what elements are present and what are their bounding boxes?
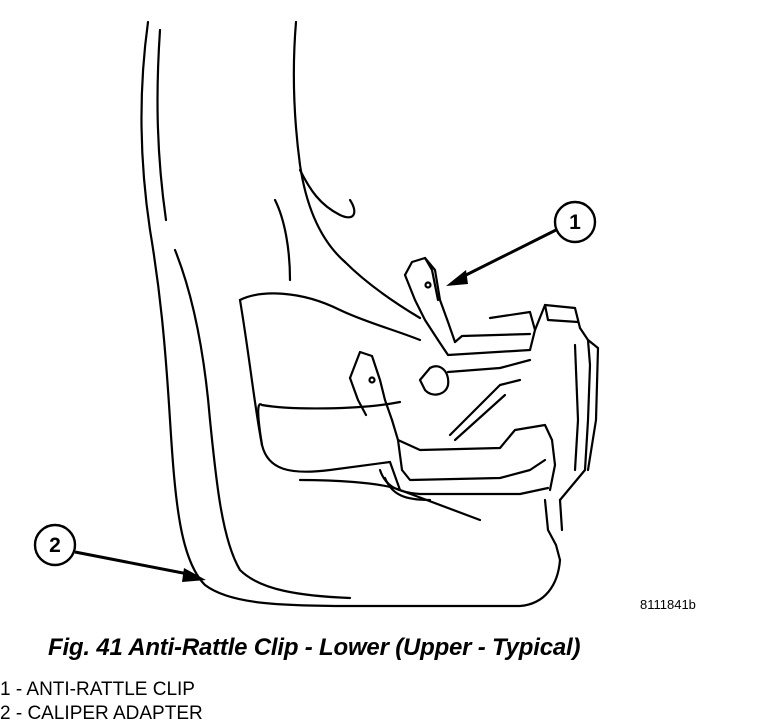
legend-item-2: 2 - CALIPER ADAPTER — [0, 703, 203, 724]
drawing-id: 8111841b — [640, 597, 696, 612]
callout-2-arrowhead — [182, 568, 206, 582]
anti-rattle-clip — [348, 256, 600, 562]
caliper-adapter — [140, 20, 562, 608]
legend-item-1: 1 - ANTI-RATTLE CLIP — [0, 679, 195, 700]
callout-2-leader — [74, 550, 189, 576]
callout-1-arrowhead — [446, 270, 468, 286]
callout-2: 2 — [33, 523, 206, 582]
callout-1-circle — [553, 200, 597, 244]
clip-illustration: 1 2 — [33, 20, 600, 608]
figure-caption: Fig. 41 Anti-Rattle Clip - Lower (Upper … — [48, 634, 581, 661]
callout-1-number: 1 — [569, 211, 581, 234]
callout-2-number: 2 — [49, 534, 61, 557]
callout-1: 1 — [446, 200, 597, 286]
callout-2-circle — [33, 523, 77, 567]
legend: 1 - ANTI-RATTLE CLIP 2 - CALIPER ADAPTER — [0, 678, 203, 726]
callout-1-leader — [459, 228, 557, 280]
